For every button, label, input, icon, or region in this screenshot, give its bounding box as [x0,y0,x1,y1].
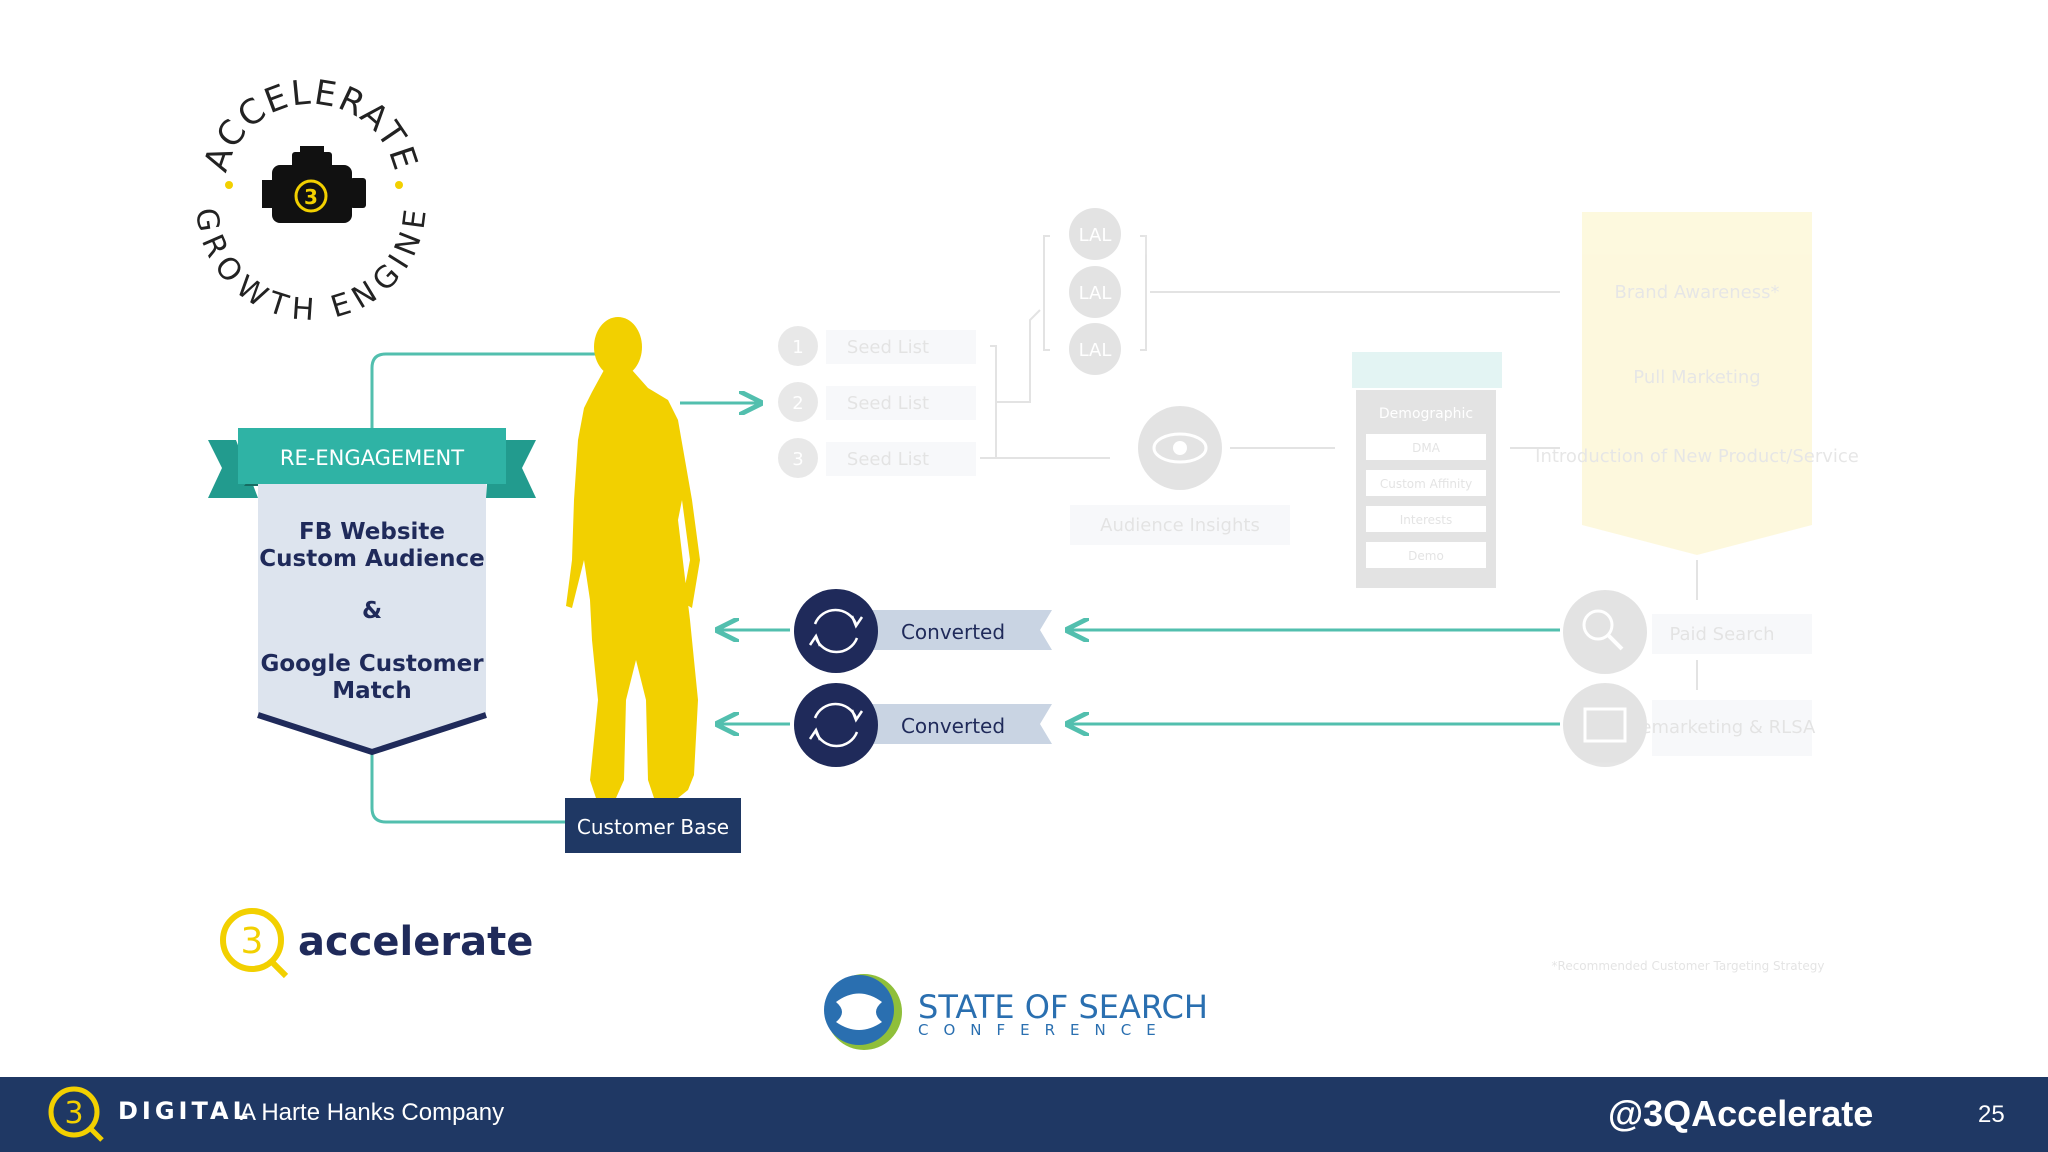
accelerate-wordmark: accelerate [298,919,533,965]
banner-panel [258,484,486,752]
converted-label: Converted [901,620,1005,644]
twitter-handle: @3QAccelerate [1608,1093,1874,1134]
customer-silhouette-icon [566,317,700,798]
seed-list-3: 3 Seed List [778,438,976,478]
funnel-step-1: Brand Awareness* [1615,282,1780,303]
svg-text:3: 3 [792,449,803,470]
sync-icon [794,589,878,673]
loop-line-top [370,352,600,430]
seed-list-2: 2 Seed List [778,382,976,422]
banner-title: RE-ENGAGEMENT [280,446,464,470]
faded-background-diagram: 1 Seed List 2 Seed List 3 Seed List LAL … [778,208,1859,973]
banner-line-5: Match [332,678,411,704]
svg-text:DMA: DMA [1412,441,1441,455]
svg-text:LAL: LAL [1079,340,1112,361]
customer-base-box [565,798,741,853]
slide-content: ACCELERATE GROWTH ENGINE 3 1 Seed List 2 [188,73,1859,1050]
audience-insights-label: Audience Insights [1100,515,1260,536]
conference-subtitle: CONFERENCE [918,1021,1171,1039]
banner-line-4: Google Customer [260,651,484,677]
funnel-step-3: Introduction of New Product/Service [1535,446,1859,467]
paid-search-label: Paid Search [1669,624,1774,645]
svg-text:Interests: Interests [1400,513,1453,527]
page-number: 25 [1978,1101,2005,1128]
badge-dot-left [225,181,233,189]
svg-text:3: 3 [64,1096,83,1131]
footnote: *Recommended Customer Targeting Strategy [1552,959,1825,973]
svg-text:LAL: LAL [1079,283,1112,304]
q-digital-logo-icon: 3 [48,1086,104,1142]
footer-bar: 3 DIGITAL A Harte Hanks Company @3QAccel… [0,1077,2048,1152]
svg-text:Seed List: Seed List [847,393,929,414]
company-tagline: A Harte Hanks Company [240,1099,505,1126]
eye-icon [1138,406,1222,490]
banner-line-1: FB Website [299,519,445,545]
svg-text:Seed List: Seed List [847,449,929,470]
seed-list-1: 1 Seed List [778,326,976,366]
customer-targeting-diagram: ACCELERATE GROWTH ENGINE 3 1 Seed List 2 [188,73,1859,1050]
customer-base-label: Customer Base [577,815,729,839]
state-of-search-logo: STATE OF SEARCH CONFERENCE [824,974,1208,1050]
converted-row-2: Converted [720,683,1560,767]
banner-line-3: & [362,598,382,624]
remarketing-label: Remarketing & RLSA [1629,717,1816,738]
growth-engine-badge: ACCELERATE GROWTH ENGINE 3 [188,73,434,329]
badge-dot-right [395,181,403,189]
funnel-step-2: Pull Marketing [1633,367,1760,388]
svg-text:1: 1 [792,337,803,358]
q-logo-icon [220,908,284,972]
lal-1: LAL [1069,208,1121,260]
svg-text:3: 3 [241,921,264,962]
svg-text:2: 2 [792,393,803,414]
sync-icon [794,683,878,767]
badge-bottom-text: GROWTH ENGINE [188,206,434,328]
engine-icon: 3 [262,146,366,223]
svg-text:Seed List: Seed List [847,337,929,358]
svg-text:LAL: LAL [1079,225,1112,246]
demo-header: Demographic [1379,406,1473,422]
lal-2: LAL [1069,266,1121,318]
banner-line-2: Custom Audience [259,546,484,572]
converted-row-1: Converted [720,589,1560,673]
conference-title: STATE OF SEARCH [918,988,1208,1026]
search-icon [1563,590,1647,674]
browser-icon [1563,683,1647,767]
svg-text:Demo: Demo [1408,549,1444,563]
lal-3: LAL [1069,323,1121,375]
svg-text:3: 3 [304,185,318,209]
svg-text:Custom Affinity: Custom Affinity [1380,477,1472,491]
converted-label: Converted [901,714,1005,738]
accelerate-logo: 3 accelerate [220,908,533,979]
digital-wordmark: DIGITAL [118,1097,252,1125]
re-engagement-banner: RE-ENGAGEMENT FB Website Custom Audience… [208,428,536,756]
loop-line-bottom [370,752,566,824]
